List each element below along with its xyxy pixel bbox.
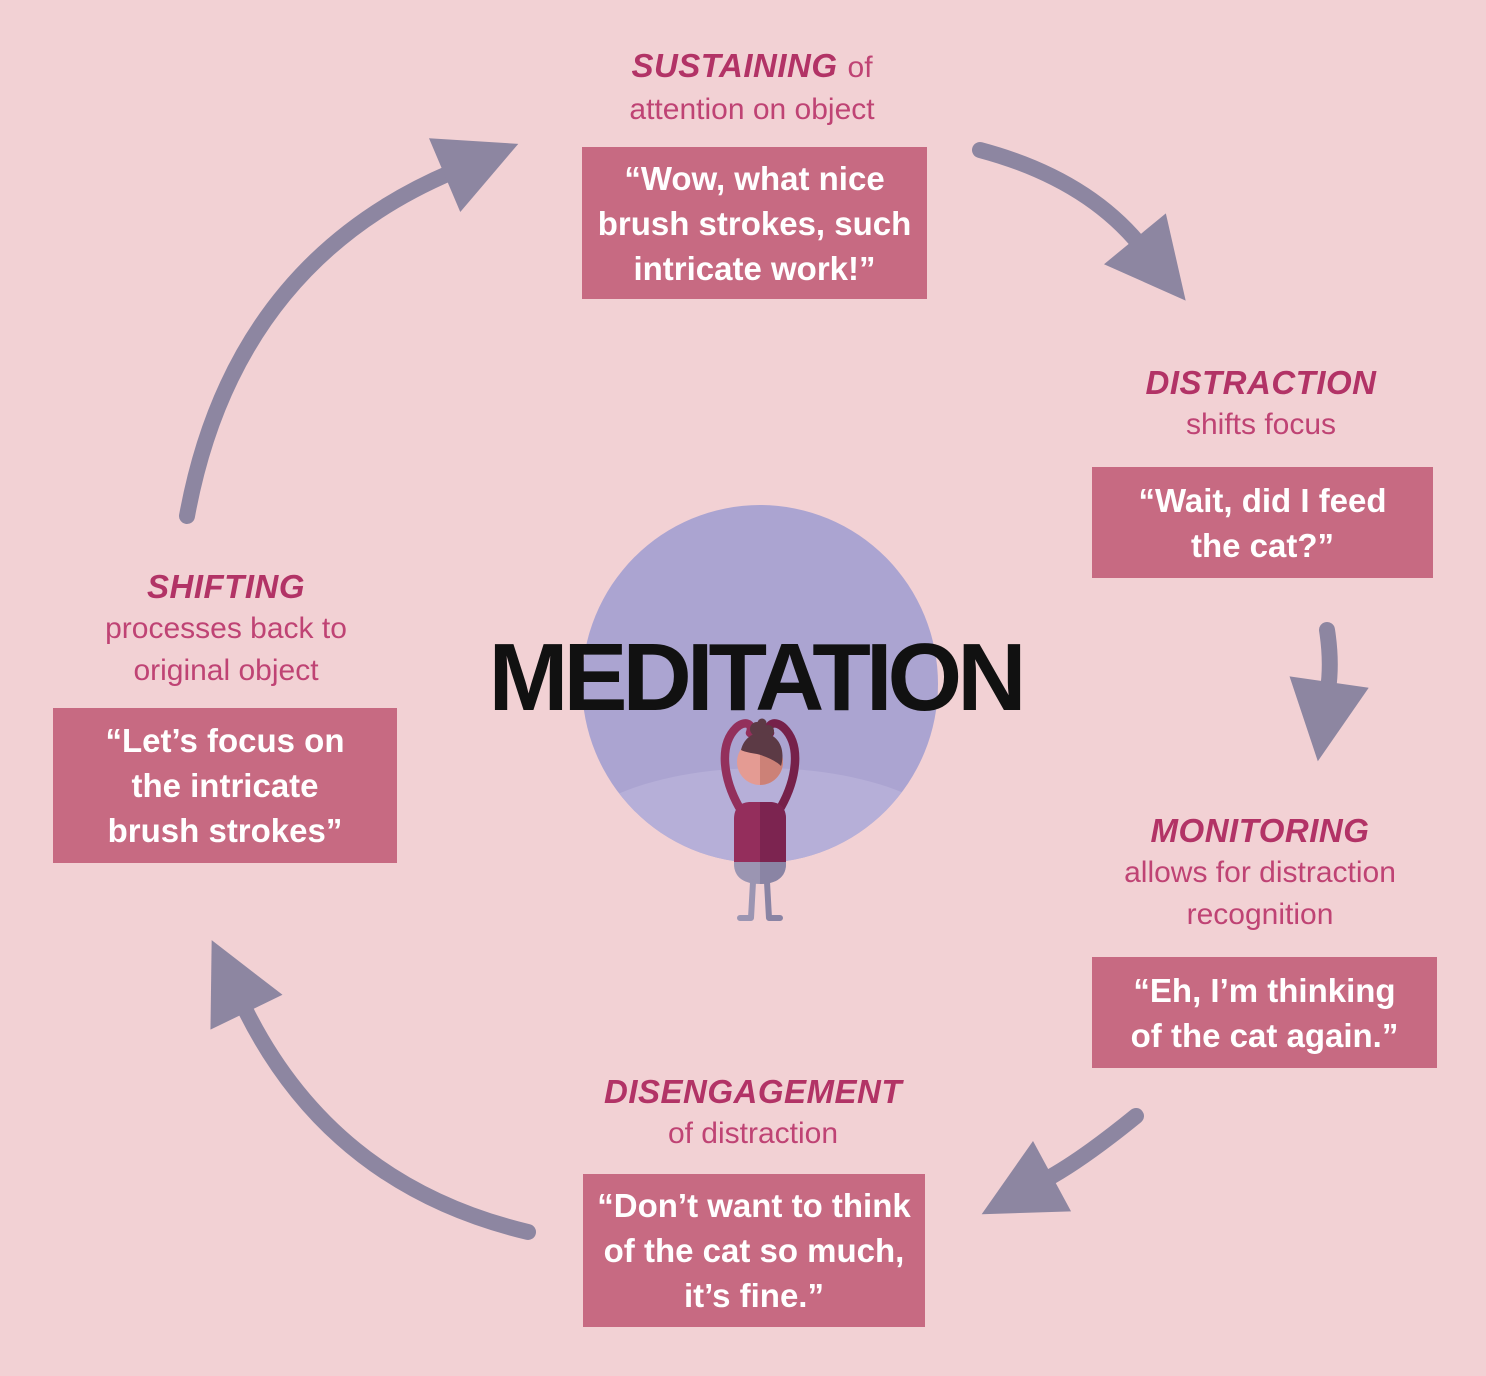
quote-box-shifting: “Let’s focus on the intricate brush stro… [53, 708, 397, 863]
quote-line: brush strokes” [107, 812, 343, 849]
meditating-person-icon [720, 718, 800, 921]
stage-subtitle: original object [133, 654, 319, 687]
figure-hips-shade [760, 862, 786, 884]
stage-header-distraction: DISTRACTION shifts focus [1061, 362, 1461, 446]
stage-subtitle: recognition [1186, 898, 1334, 931]
arrow-monitoring-to-disengagement [981, 1108, 1144, 1215]
quote-box-distraction: “Wait, did I feed the cat?” [1092, 467, 1433, 578]
stage-subtitle: allows for distraction [1124, 856, 1396, 889]
stage-title: DISENGAGEMENT [603, 1073, 903, 1110]
stage-header-disengagement: DISENGAGEMENT of distraction [553, 1071, 953, 1155]
quote-line: “Let’s focus on [105, 722, 345, 759]
stage-title: MONITORING [1150, 812, 1370, 849]
stage-title-line: SUSTAINING of [502, 45, 1002, 89]
stage-subtitle: processes back to [105, 612, 347, 645]
quote-line: the intricate [131, 767, 319, 804]
figure-torso-shade [760, 802, 786, 862]
quote-line: intricate work!” [633, 249, 876, 287]
figure-hair-bun [757, 718, 767, 728]
quote-line: of the cat so much, [603, 1232, 905, 1269]
stage-header-shifting: SHIFTING processes back to original obje… [26, 566, 426, 692]
stage-subtitle: of distraction [667, 1117, 839, 1150]
figure-left-leg [737, 879, 756, 921]
stage-title: DISTRACTION [1145, 364, 1377, 401]
stage-title: SUSTAINING [631, 47, 838, 84]
quote-line: “Wow, what nice [624, 159, 885, 197]
stage-header-monitoring: MONITORING allows for distraction recogn… [1060, 810, 1460, 936]
quote-line: of the cat again.” [1130, 1016, 1399, 1054]
arrow-shifting-to-sustaining [179, 138, 519, 524]
quote-line: the cat?” [1190, 526, 1335, 564]
arrow-distraction-to-monitoring [1289, 622, 1369, 762]
stage-subtitle: attention on object [629, 93, 875, 126]
stage-subtitle: shifts focus [1185, 408, 1337, 441]
arrow-sustaining-to-distraction [972, 142, 1186, 301]
quote-box-sustaining: “Wow, what nice brush strokes, such intr… [582, 147, 927, 299]
quote-line: it’s fine.” [684, 1277, 824, 1314]
figure-right-leg [764, 879, 783, 921]
stage-subtitle-inline: of [847, 51, 873, 84]
quote-line: “Don’t want to think [597, 1187, 911, 1224]
center-title: MEDITATION [488, 624, 1026, 731]
figure-left-arm [720, 719, 756, 812]
stage-title: SHIFTING [147, 568, 305, 605]
stage-header-sustaining: SUSTAINING of attention on object [502, 45, 1002, 131]
figure-hair [741, 732, 783, 766]
quote-line: “Wait, did I feed [1138, 481, 1387, 519]
quote-line: “Eh, I’m thinking [1133, 971, 1396, 1009]
arrow-disengagement-to-shifting [210, 940, 536, 1240]
quote-box-monitoring: “Eh, I’m thinking of the cat again.” [1092, 957, 1437, 1068]
quote-line: brush strokes, such [597, 204, 912, 242]
quote-box-disengagement: “Don’t want to think of the cat so much,… [583, 1174, 925, 1327]
